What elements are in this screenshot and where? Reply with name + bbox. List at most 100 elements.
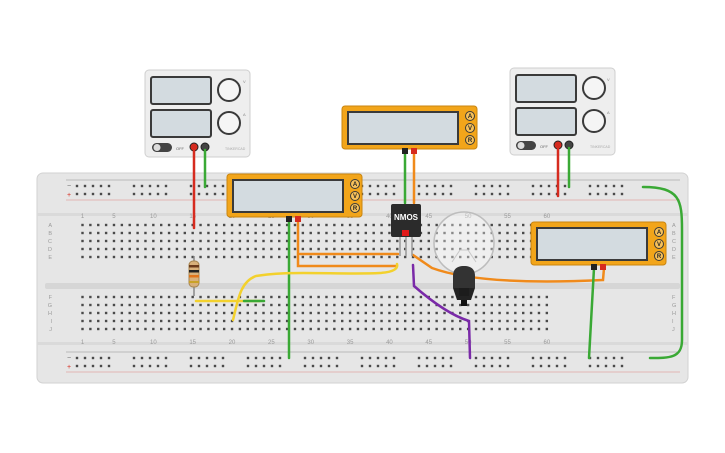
rail-hole[interactable]: [612, 356, 616, 360]
rail-hole[interactable]: [303, 364, 307, 368]
breadboard-hole[interactable]: [403, 239, 407, 243]
rail-hole[interactable]: [588, 192, 592, 196]
power-switch-knob[interactable]: [517, 142, 525, 149]
rail-hole[interactable]: [433, 364, 437, 368]
breadboard-hole[interactable]: [97, 327, 100, 331]
breadboard-hole[interactable]: [136, 247, 139, 251]
breadboard-hole[interactable]: [191, 247, 194, 251]
wire-green-right-meter[interactable]: [587, 266, 596, 360]
breadboard-hole[interactable]: [215, 231, 218, 235]
breadboard-hole[interactable]: [144, 327, 147, 331]
breadboard-hole[interactable]: [81, 255, 84, 259]
rail-hole[interactable]: [392, 356, 396, 360]
rail-hole[interactable]: [148, 364, 152, 368]
rail-hole[interactable]: [205, 364, 209, 368]
breadboard-hole[interactable]: [293, 319, 297, 323]
breadboard-hole[interactable]: [490, 319, 493, 323]
wire-orange-right-meter[interactable]: [411, 253, 606, 283]
breadboard-hole[interactable]: [333, 223, 336, 227]
breadboard-hole[interactable]: [364, 247, 368, 251]
breadboard-hole[interactable]: [317, 255, 320, 259]
breadboard-hole[interactable]: [356, 223, 360, 227]
breadboard-hole[interactable]: [364, 239, 368, 243]
breadboard-hole[interactable]: [270, 247, 273, 251]
rail-hole[interactable]: [164, 184, 168, 188]
rail-hole[interactable]: [368, 364, 372, 368]
rail-hole[interactable]: [588, 364, 592, 368]
rail-hole[interactable]: [384, 356, 388, 360]
breadboard-hole[interactable]: [230, 295, 234, 299]
breadboard-hole[interactable]: [112, 231, 116, 235]
breadboard-hole[interactable]: [514, 255, 517, 259]
breadboard-hole[interactable]: [474, 239, 478, 243]
breadboard-hole[interactable]: [419, 239, 423, 243]
breadboard-hole[interactable]: [144, 303, 147, 307]
breadboard-holes[interactable]: [81, 223, 549, 331]
power-supply-left[interactable]: V A OFF TINKERCAD: [144, 69, 251, 158]
breadboard-hole[interactable]: [285, 303, 289, 307]
breadboard-hole[interactable]: [356, 295, 360, 299]
breadboard-hole[interactable]: [309, 303, 312, 307]
breadboard-hole[interactable]: [112, 319, 116, 323]
breadboard-hole[interactable]: [230, 311, 234, 315]
breadboard-hole[interactable]: [309, 231, 312, 235]
breadboard-hole[interactable]: [89, 255, 92, 259]
breadboard-hole[interactable]: [364, 295, 368, 299]
breadboard-hole[interactable]: [152, 327, 155, 331]
rail-hole[interactable]: [392, 364, 396, 368]
breadboard-hole[interactable]: [466, 255, 470, 259]
current-knob[interactable]: [217, 111, 241, 135]
breadboard-hole[interactable]: [136, 255, 139, 259]
breadboard-hole[interactable]: [490, 311, 493, 315]
breadboard-hole[interactable]: [230, 327, 234, 331]
rail-hole[interactable]: [506, 184, 510, 188]
breadboard-hole[interactable]: [199, 255, 202, 259]
rail-hole[interactable]: [107, 184, 111, 188]
breadboard-hole[interactable]: [222, 231, 226, 235]
breadboard-hole[interactable]: [246, 239, 249, 243]
breadboard-hole[interactable]: [459, 223, 462, 227]
rail-hole[interactable]: [376, 184, 380, 188]
breadboard-hole[interactable]: [451, 255, 454, 259]
breadboard-hole[interactable]: [372, 319, 375, 323]
breadboard-hole[interactable]: [474, 247, 478, 251]
breadboard-hole[interactable]: [97, 247, 100, 251]
rail-hole[interactable]: [140, 356, 144, 360]
breadboard-hole[interactable]: [419, 303, 423, 307]
breadboard-hole[interactable]: [183, 311, 187, 315]
rail-hole[interactable]: [148, 192, 152, 196]
breadboard-hole[interactable]: [411, 319, 415, 323]
light-bulb[interactable]: [433, 211, 495, 306]
breadboard-hole[interactable]: [89, 311, 92, 315]
breadboard-hole[interactable]: [128, 223, 131, 227]
breadboard-hole[interactable]: [89, 327, 92, 331]
breadboard-hole[interactable]: [160, 327, 163, 331]
breadboard-hole[interactable]: [459, 319, 462, 323]
rail-hole[interactable]: [376, 192, 380, 196]
breadboard-hole[interactable]: [498, 327, 501, 331]
rail-hole[interactable]: [563, 192, 567, 196]
breadboard-hole[interactable]: [175, 319, 179, 323]
breadboard-hole[interactable]: [403, 319, 407, 323]
breadboard-hole[interactable]: [207, 239, 210, 243]
breadboard-hole[interactable]: [333, 319, 336, 323]
breadboard-hole[interactable]: [443, 231, 446, 235]
breadboard-hole[interactable]: [175, 255, 179, 259]
breadboard-hole[interactable]: [89, 223, 92, 227]
rail-hole[interactable]: [449, 356, 453, 360]
breadboard-hole[interactable]: [474, 319, 478, 323]
breadboard-hole[interactable]: [230, 255, 234, 259]
breadboard-hole[interactable]: [348, 239, 352, 243]
breadboard-hole[interactable]: [498, 303, 501, 307]
breadboard-hole[interactable]: [81, 223, 84, 227]
breadboard-hole[interactable]: [167, 223, 171, 227]
breadboard-hole[interactable]: [144, 319, 147, 323]
breadboard-hole[interactable]: [207, 319, 210, 323]
breadboard-hole[interactable]: [167, 311, 171, 315]
rail-hole[interactable]: [490, 192, 494, 196]
rail-hole[interactable]: [189, 364, 193, 368]
rail-hole[interactable]: [368, 192, 372, 196]
breadboard-hole[interactable]: [97, 231, 100, 235]
breadboard-hole[interactable]: [104, 247, 108, 251]
breadboard-hole[interactable]: [278, 247, 281, 251]
